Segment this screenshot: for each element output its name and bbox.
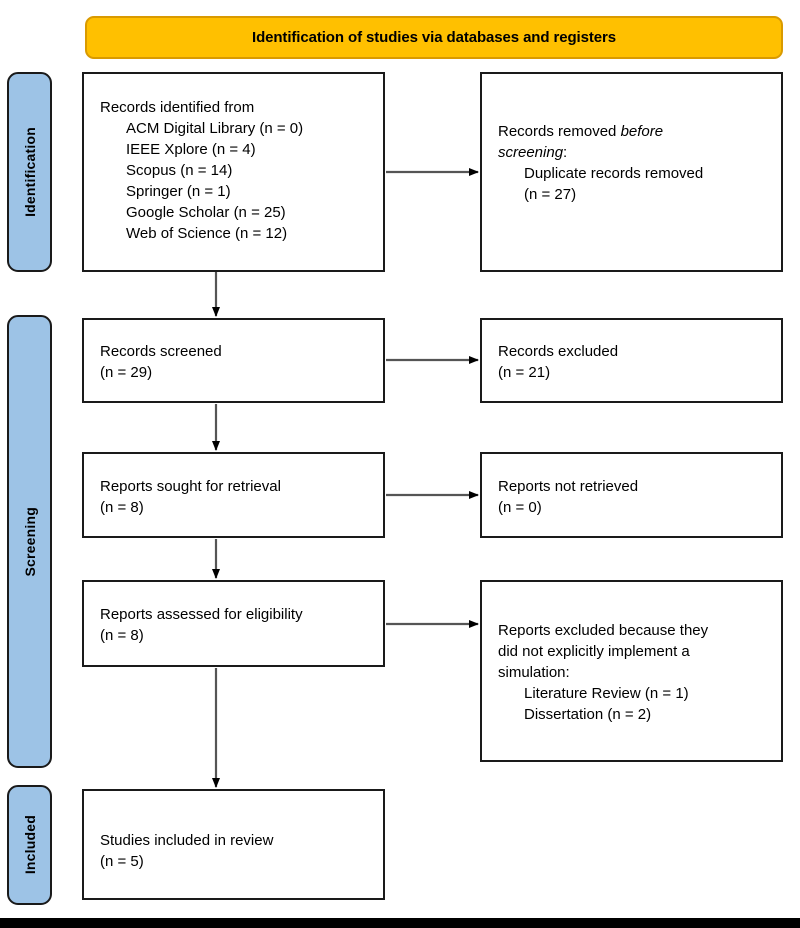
studies-included-label: Studies included in review <box>100 832 274 849</box>
box-studies-included: Studies included in review (n = 5) <box>82 789 385 900</box>
records-removed-line2-colon: : <box>563 144 568 161</box>
box-studies-included-content: Studies included in review (n = 5) <box>100 830 373 872</box>
bottom-rule <box>0 918 800 928</box>
phase-label-included: Included <box>7 785 52 905</box>
banner-title: Identification of studies via databases … <box>252 29 616 46</box>
reports-excluded-reason-literature-review: Literature Review (n = 1) <box>524 685 689 702</box>
box-records-identified: Records identified from ACM Digital Libr… <box>82 72 385 272</box>
source-web-of-science: Web of Science (n = 12) <box>126 225 288 242</box>
records-removed-line1-plain: Records removed <box>498 123 621 140</box>
box-records-identified-content: Records identified from ACM Digital Libr… <box>100 97 373 244</box>
records-screened-label: Records screened <box>100 343 222 360</box>
reports-excluded-reason-dissertation: Dissertation (n = 2) <box>524 706 652 723</box>
records-excluded-count: (n = 21) <box>498 364 551 381</box>
phase-label-identification-text: Identification <box>21 127 38 217</box>
box-records-removed: Records removed before screening: Duplic… <box>480 72 783 272</box>
phase-label-screening: Screening <box>7 315 52 768</box>
box-records-excluded-content: Records excluded (n = 21) <box>498 341 771 383</box>
box-records-screened-content: Records screened (n = 29) <box>100 341 373 383</box>
reports-not-retrieved-count: (n = 0) <box>498 499 542 516</box>
box-reports-sought-content: Reports sought for retrieval (n = 8) <box>100 476 373 518</box>
reports-excluded-line3: simulation: <box>498 664 570 681</box>
box-records-removed-content: Records removed before screening: Duplic… <box>498 121 771 205</box>
box-reports-not-retrieved: Reports not retrieved (n = 0) <box>480 452 783 538</box>
box-reports-not-retrieved-content: Reports not retrieved (n = 0) <box>498 476 771 518</box>
phase-label-included-text: Included <box>21 815 38 875</box>
box-records-screened: Records screened (n = 29) <box>82 318 385 403</box>
source-acm: ACM Digital Library (n = 0) <box>126 120 304 137</box>
box-reports-excluded-reasons: Reports excluded because they did not ex… <box>480 580 783 762</box>
source-google-scholar: Google Scholar (n = 25) <box>126 204 286 221</box>
reports-excluded-line1: Reports excluded because they <box>498 622 709 639</box>
studies-included-count: (n = 5) <box>100 853 144 870</box>
records-removed-line2: screening: <box>498 142 771 163</box>
duplicate-records-count: (n = 27) <box>524 186 577 203</box>
phase-label-identification: Identification <box>7 72 52 272</box>
records-removed-line1: Records removed before <box>498 121 771 142</box>
source-ieee: IEEE Xplore (n = 4) <box>126 141 256 158</box>
records-screened-count: (n = 29) <box>100 364 153 381</box>
box-reports-assessed: Reports assessed for eligibility (n = 8) <box>82 580 385 667</box>
records-excluded-label: Records excluded <box>498 343 619 360</box>
duplicate-records-removed: Duplicate records removed <box>524 165 704 182</box>
source-scopus: Scopus (n = 14) <box>126 162 233 179</box>
reports-excluded-line2: did not explicitly implement a <box>498 643 690 660</box>
source-springer: Springer (n = 1) <box>126 183 231 200</box>
records-removed-line1-italic: before <box>620 123 664 140</box>
phase-label-screening-text: Screening <box>21 506 38 577</box>
records-removed-line2-italic: screening <box>498 144 564 161</box>
reports-assessed-count: (n = 8) <box>100 627 144 644</box>
diagram-banner: Identification of studies via databases … <box>85 16 783 59</box>
records-identified-heading: Records identified from <box>100 99 255 116</box>
reports-assessed-label: Reports assessed for eligibility <box>100 606 303 623</box>
reports-sought-count: (n = 8) <box>100 499 144 516</box>
box-reports-sought: Reports sought for retrieval (n = 8) <box>82 452 385 538</box>
box-reports-excluded-reasons-content: Reports excluded because they did not ex… <box>498 620 771 725</box>
reports-sought-label: Reports sought for retrieval <box>100 478 281 495</box>
box-records-excluded: Records excluded (n = 21) <box>480 318 783 403</box>
box-reports-assessed-content: Reports assessed for eligibility (n = 8) <box>100 604 373 646</box>
reports-not-retrieved-label: Reports not retrieved <box>498 478 639 495</box>
